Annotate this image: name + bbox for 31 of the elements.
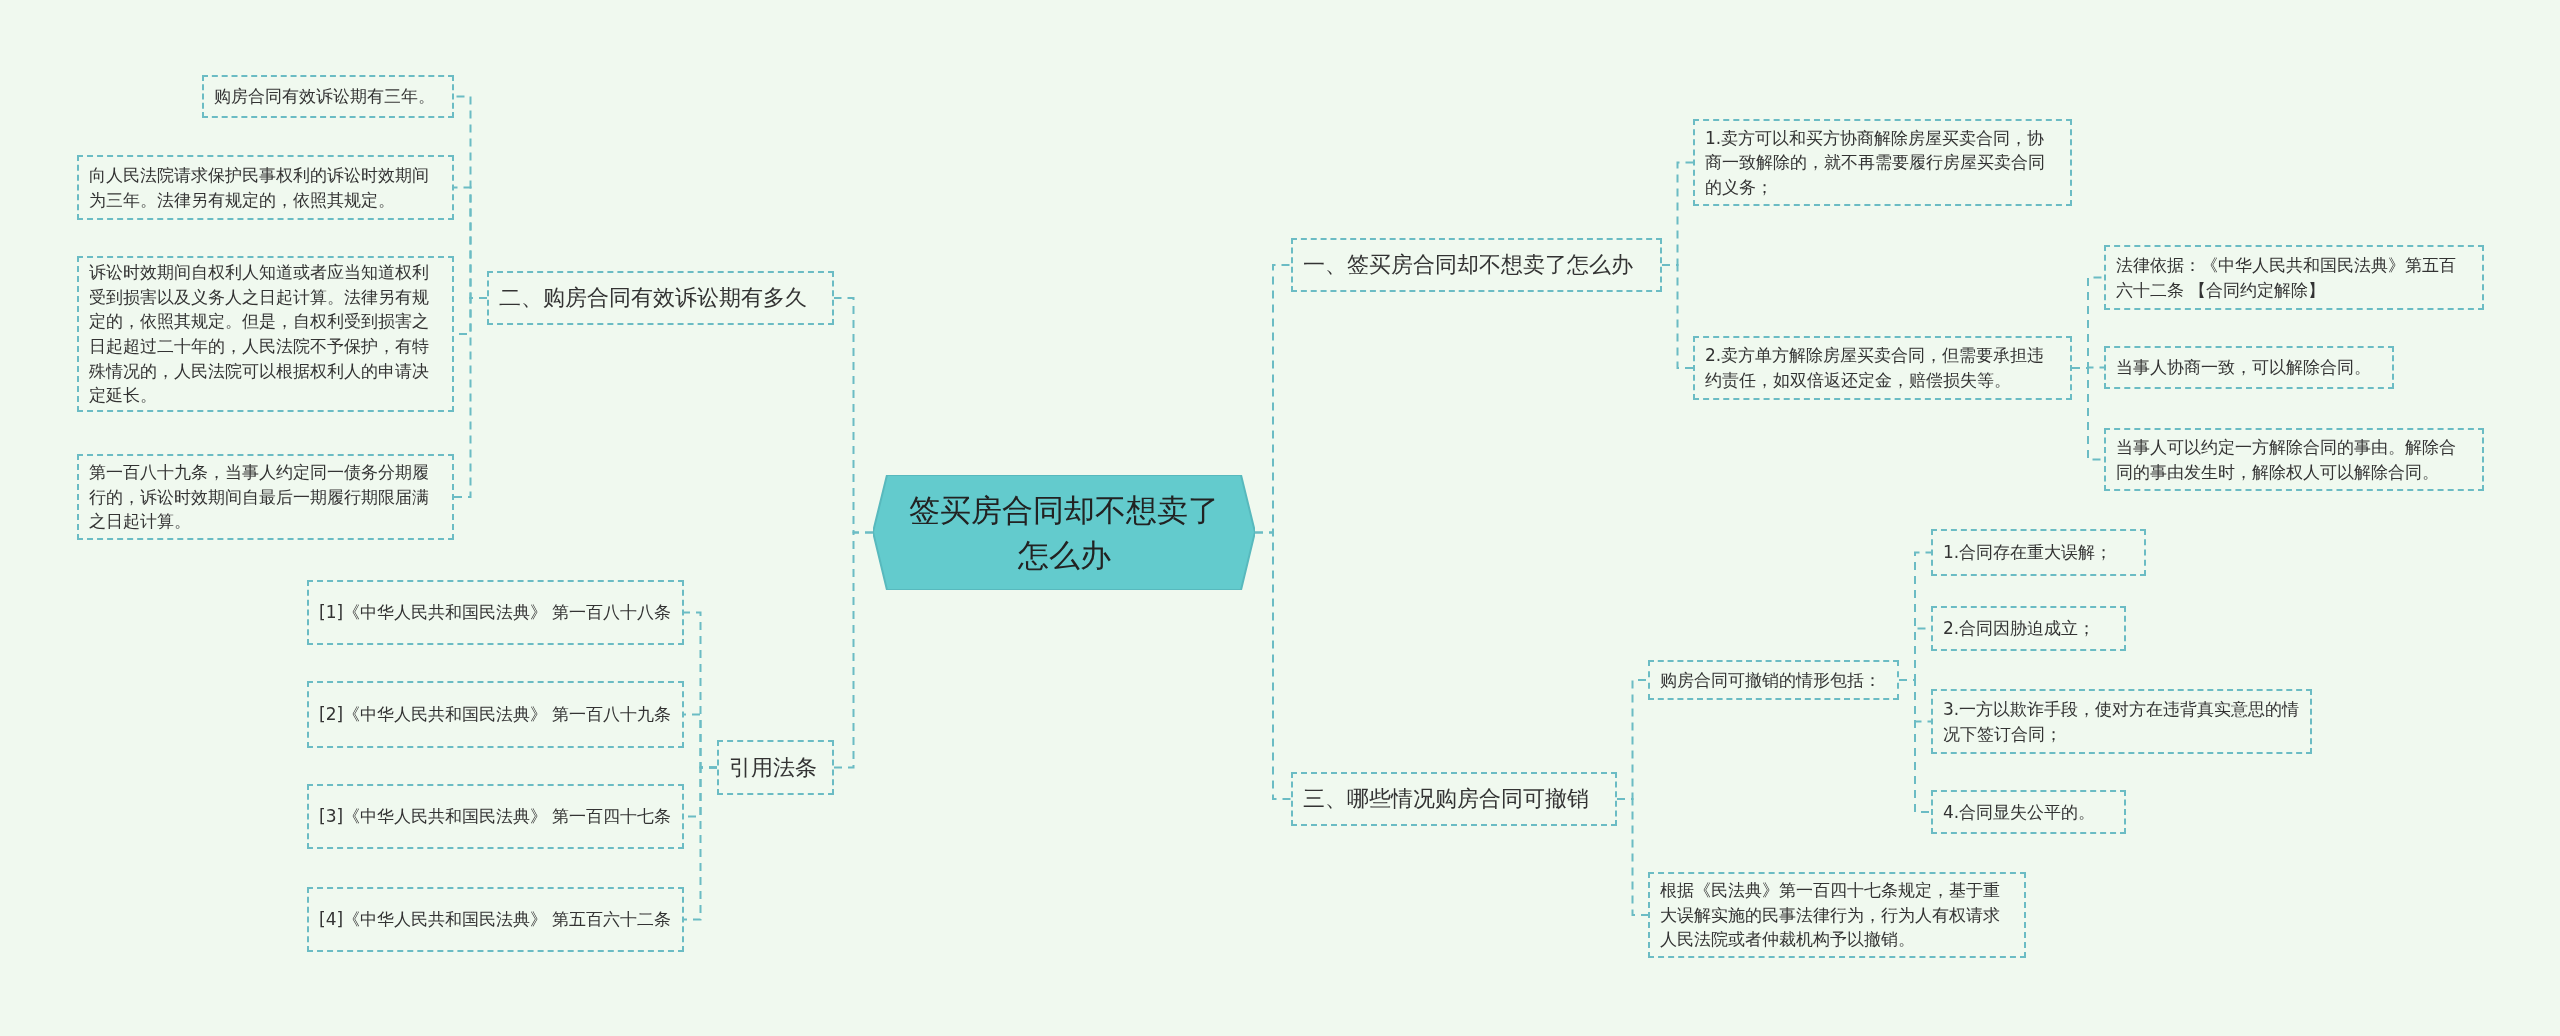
subtopic-box: 2.卖方单方解除房屋买卖合同，但需要承担违约责任，如双倍返还定金，赔偿损失等。: [1693, 336, 2072, 400]
subtopic-box: 购房合同有效诉讼期有三年。: [202, 75, 454, 118]
connector-line: [833, 531, 874, 769]
central-topic: 签买房合同却不想卖了怎么办: [873, 475, 1255, 590]
subtopic-box: 3.一方以欺诈手段，使对方在违背真实意思的情况下签订合同；: [1931, 689, 2312, 754]
subtopic-box: [2]《中华人民共和国民法典》 第一百八十九条: [307, 681, 684, 748]
subtopic-box: [4]《中华人民共和国民法典》 第五百六十二条: [307, 887, 684, 952]
connector-line: [1661, 264, 1694, 369]
subtopic-box: [3]《中华人民共和国民法典》 第一百四十七条: [307, 784, 684, 849]
topic-box: 引用法条: [717, 740, 834, 795]
subtopic-box: 1.合同存在重大误解；: [1931, 529, 2146, 576]
subtopic-box: 根据《民法典》第一百四十七条规定，基于重大误解实施的民事法律行为，行为人有权请求人民法院或者仲裁机构予以撤销。: [1648, 872, 2026, 958]
subtopic-box: 诉讼时效期间自权利人知道或者应当知道权利受到损害以及义务人之日起计算。法律另有规定的，依照其规定。但是，自权利受到损害之日起超过二十年的，人民法院不予保护，有特殊情况的，人民法院可以根据权利人的申请决定延长。: [77, 256, 454, 412]
connector-line: [1254, 531, 1292, 800]
connector-line: [453, 297, 488, 498]
subtopic-box: 当事人协商一致，可以解除合同。: [2104, 346, 2394, 389]
subtopic-box: 第一百八十九条，当事人约定同一债务分期履行的，诉讼时效期间自最后一期履行期限届满之日起计算。: [77, 454, 454, 540]
subtopic-box: 法律依据：《中华人民共和国民法典》第五百六十二条 【合同约定解除】: [2104, 245, 2484, 310]
topic-box: 一、签买房合同却不想卖了怎么办: [1291, 238, 1662, 292]
connector-line: [1898, 679, 1932, 813]
subtopic-box: 4.合同显失公平的。: [1931, 790, 2126, 834]
subtopic-box: 购房合同可撤销的情形包括：: [1648, 660, 1899, 700]
topic-box: 三、哪些情况购房合同可撤销: [1291, 772, 1617, 826]
subtopic-box: 向人民法院请求保护民事权利的诉讼时效期间为三年。法律另有规定的，依照其规定。: [77, 155, 454, 220]
topic-box: 二、购房合同有效诉讼期有多久: [487, 271, 834, 325]
connector-line: [683, 766, 718, 921]
subtopic-box: 当事人可以约定一方解除合同的事由。解除合同的事由发生时，解除权人可以解除合同。: [2104, 428, 2484, 491]
subtopic-box: 1.卖方可以和买方协商解除房屋买卖合同，协商一致解除的，就不再需要履行房屋买卖合同的义务；: [1693, 119, 2072, 206]
connector-line: [1616, 798, 1649, 916]
subtopic-box: [1]《中华人民共和国民法典》 第一百八十八条: [307, 580, 684, 645]
subtopic-box: 2.合同因胁迫成立；: [1931, 606, 2126, 651]
